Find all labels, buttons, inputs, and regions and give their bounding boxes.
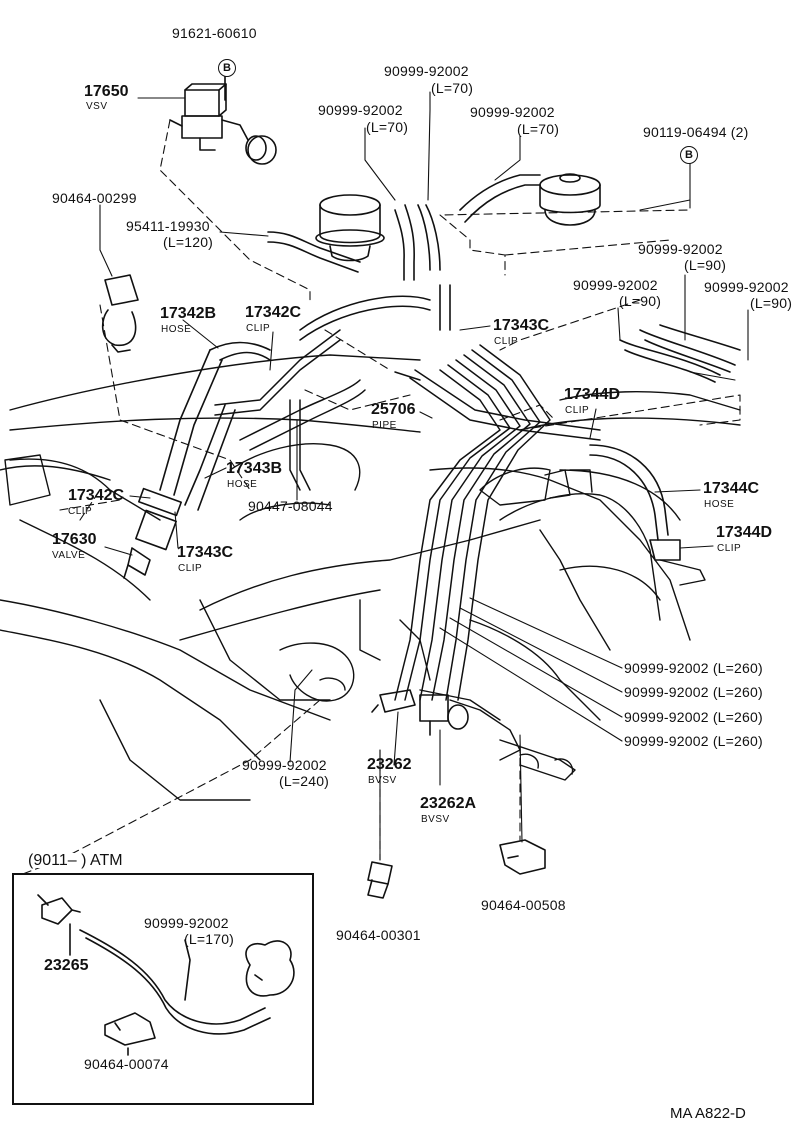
label-95411-len: (L=120) [163,234,214,250]
label-23262a: 23262A [420,795,477,812]
upper-right-hoses [619,324,741,383]
bottom-clips [367,839,546,899]
label-17342c-top-clip: CLIP [246,323,271,334]
engine-outline [0,354,741,801]
top-canister-drawing [315,194,385,262]
label-90999-e: 90999-92002 [573,277,658,293]
label-90464-00074: 90464-00074 [84,1056,169,1072]
label-23265: 23265 [44,957,89,974]
label-90999-b-len: (L=70) [366,119,409,135]
bvsv-drawings [371,689,469,736]
label-23262-bvsv: BVSV [368,775,397,786]
label-90999-f-len: (L=90) [750,295,793,311]
label-17342b: 17342B [160,305,217,322]
label-17650: 17650 [84,83,129,100]
label-90999-260-3: 90999-92002 (L=260) [624,709,763,725]
label-17630-valve: VALVE [52,550,86,561]
label-90999-170-len: (L=170) [184,931,235,947]
label-90999-260-1: 90999-92002 (L=260) [624,660,763,676]
pipe-bundle [214,295,601,701]
label-90464-00508: 90464-00508 [481,897,566,913]
label-90999-240-len: (L=240) [279,773,330,789]
label-25706: 25706 [371,401,416,418]
label-17343c-top-clip: CLIP [494,336,519,347]
label-90999-a: 90999-92002 [384,63,469,79]
marker-b-left: B [218,59,236,77]
label-17344d-top: 17344D [564,386,621,403]
label-90464-00301: 90464-00301 [336,927,421,943]
label-90999-c-len: (L=70) [517,121,560,137]
inset-drawing [37,894,295,1056]
label-17343b: 17343B [226,460,283,477]
inset-title: (9011– ) ATM [26,852,125,869]
label-90447-08044: 90447-08044 [248,498,333,514]
label-23262: 23262 [367,756,412,773]
label-90999-c: 90999-92002 [470,104,555,120]
label-90999-260-2: 90999-92002 (L=260) [624,684,763,700]
label-91621-60610: 91621-60610 [172,25,257,41]
label-90999-d-len: (L=90) [684,257,727,273]
inset-box [12,873,314,1105]
label-17343c-bottom: 17343C [177,544,234,561]
label-90999-f: 90999-92002 [704,279,789,295]
label-90999-240: 90999-92002 [242,757,327,773]
label-17344d-bottom-clip: CLIP [717,543,742,554]
label-95411-19930: 95411-19930 [126,218,210,234]
right-hose [589,444,681,561]
marker-b-right: B [680,146,698,164]
label-17342b-hose: HOSE [161,324,192,335]
upper-hoses [267,174,541,331]
vsv-17650-drawing [169,74,277,165]
label-25706-pipe: PIPE [372,420,397,431]
label-17342c-bottom: 17342C [68,487,125,504]
label-17344d-bottom: 17344D [716,524,773,541]
label-17343c-top: 17343C [493,317,550,334]
label-17343b-hose: HOSE [227,479,258,490]
label-17342c-bottom-clip: CLIP [68,506,93,517]
left-hoses-valve [123,341,271,579]
label-90464-00299: 90464-00299 [52,190,137,206]
top-right-canister-drawing [539,173,601,226]
label-17342c-top: 17342C [245,304,302,321]
label-17630: 17630 [52,531,97,548]
label-23262a-bvsv: BVSV [421,814,450,825]
label-17344c-hose: HOSE [704,499,735,510]
clip-90464-00299-drawing [101,274,139,353]
label-17650-vsv: VSV [86,101,108,112]
label-90119-06494: 90119-06494 (2) [643,124,749,140]
label-90999-170: 90999-92002 [144,915,229,931]
label-90999-e-len: (L=90) [619,293,662,309]
footer-code: MA A822-D [670,1105,746,1122]
label-17344c: 17344C [703,480,760,497]
label-17343c-bottom-clip: CLIP [178,563,203,574]
label-90999-b: 90999-92002 [318,102,403,118]
label-90999-260-4: 90999-92002 (L=260) [624,733,763,749]
label-90999-a-len: (L=70) [431,80,474,96]
label-90999-d: 90999-92002 [638,241,723,257]
label-17344d-top-clip: CLIP [565,405,590,416]
